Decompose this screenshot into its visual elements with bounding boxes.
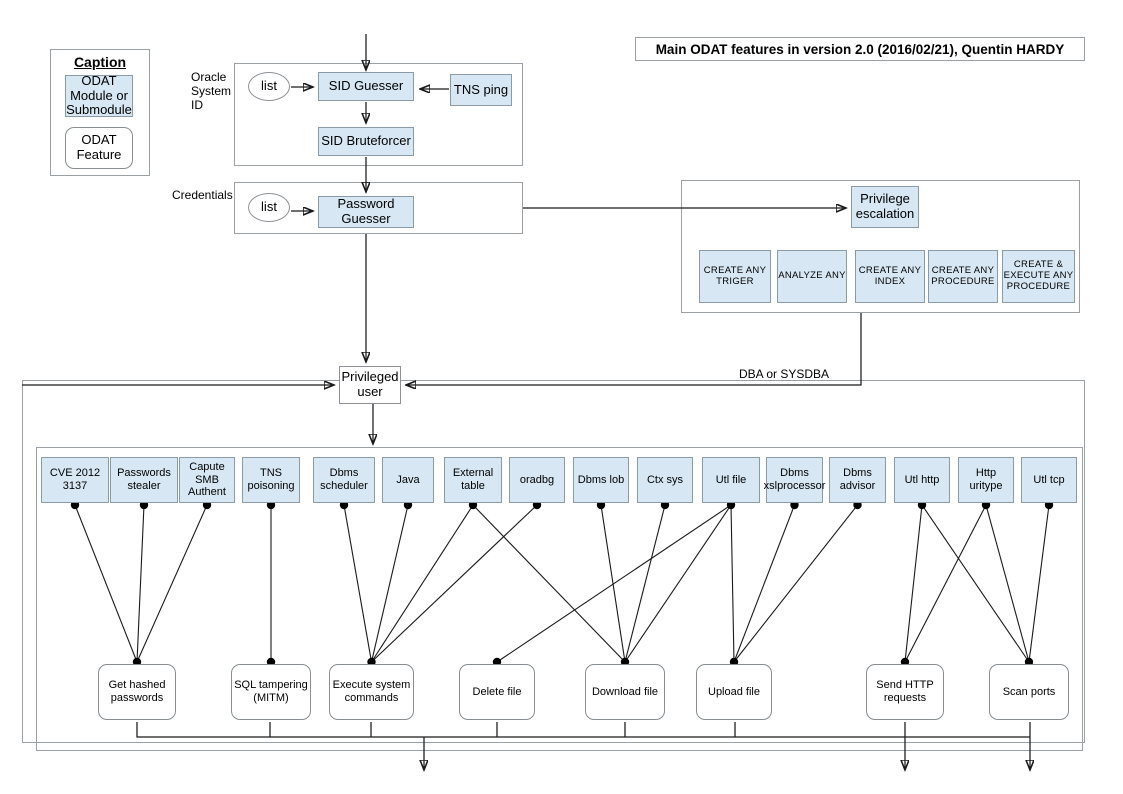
module-label: Utl http	[904, 473, 940, 486]
sid-list-node: list	[248, 72, 290, 101]
module-passwords-stealer[interactable]: Passwords stealer	[110, 457, 178, 503]
diagram-title: Main ODAT features in version 2.0 (2016/…	[635, 37, 1085, 61]
module-tns-poisoning[interactable]: TNS poisoning	[242, 457, 300, 503]
credentials-group	[234, 182, 523, 234]
privilege-box-0[interactable]: CREATE ANY TRIGER	[699, 250, 771, 303]
password-guesser-node[interactable]: Password Guesser	[318, 196, 414, 228]
module-label: Dbms xslprocessor	[763, 467, 826, 492]
privileged-user-node[interactable]: Privileged user	[339, 366, 401, 404]
feature-label: Execute system commands	[332, 679, 411, 704]
sid-bruteforcer-label: SID Bruteforcer	[321, 133, 411, 149]
legend-module-label: ODAT Module or Submodule	[66, 72, 132, 118]
privilege-box-label: CREATE & EXECUTE ANY PROCEDURE	[1003, 259, 1074, 292]
caption-heading-text: Caption	[73, 54, 127, 70]
dba-or-sysdba-edge-label: DBA or SYSDBA	[739, 367, 830, 382]
module-label: Dbms lob	[577, 473, 625, 486]
feature-label: Download file	[591, 685, 659, 698]
module-label: Dbms scheduler	[320, 467, 368, 492]
privilege-box-label: CREATE ANY TRIGER	[703, 264, 767, 287]
caption-legend	[50, 49, 150, 176]
tns-ping-label: TNS ping	[453, 81, 509, 97]
password-guesser-label: Password Guesser	[337, 196, 395, 226]
privilege-escalation-group	[681, 180, 1080, 313]
feature-upload-file[interactable]: Upload file	[696, 664, 772, 720]
module-label: CVE 2012 3137	[49, 467, 101, 492]
sid-guesser-label: SID Guesser	[328, 78, 404, 94]
oracle-system-id-group	[234, 63, 523, 166]
credentials-list-node: list	[248, 193, 290, 222]
tns-ping-node[interactable]: TNS ping	[450, 74, 512, 106]
module-dbms-scheduler[interactable]: Dbms scheduler	[313, 457, 375, 503]
feature-get-hashed-passwords[interactable]: Get hashed passwords	[98, 664, 176, 720]
module-dbms-lob[interactable]: Dbms lob	[573, 457, 629, 503]
privilege-box-4[interactable]: CREATE & EXECUTE ANY PROCEDURE	[1002, 250, 1075, 303]
privilege-escalation-node[interactable]: Privilege escalation	[851, 186, 919, 228]
feature-label: Upload file	[708, 685, 760, 698]
module-capute-smb-authent[interactable]: Capute SMB Authent	[179, 457, 235, 503]
legend-feature-label: ODAT Feature	[76, 132, 122, 162]
module-label: Dbms advisor	[839, 467, 876, 492]
module-label: TNS poisoning	[247, 467, 295, 492]
feature-delete-file[interactable]: Delete file	[459, 664, 535, 720]
module-oradbg[interactable]: oradbg	[509, 457, 565, 503]
feature-sql-tampering[interactable]: SQL tampering (MITM)	[231, 664, 311, 720]
dba-or-sysdba-text: DBA or SYSDBA	[739, 367, 830, 381]
feature-label: SQL tampering (MITM)	[234, 679, 308, 704]
module-label: Utl file	[715, 473, 747, 486]
module-http-uritype[interactable]: Http uritype	[958, 457, 1014, 503]
privilege-box-label: ANALYZE ANY	[778, 270, 846, 282]
module-utl-http[interactable]: Utl http	[894, 457, 950, 503]
module-label: Passwords stealer	[117, 467, 171, 492]
module-external-table[interactable]: External table	[444, 457, 502, 503]
sid-list-label: list	[261, 78, 277, 94]
credentials-text: Credentials	[172, 188, 233, 202]
legend-feature-swatch: ODAT Feature	[65, 127, 133, 169]
privilege-escalation-label: Privilege escalation	[855, 191, 915, 221]
oracle-system-id-label: Oracle System ID	[191, 70, 235, 113]
module-label: Ctx sys	[646, 473, 684, 486]
module-utl-tcp[interactable]: Utl tcp	[1021, 457, 1077, 503]
feature-label: Delete file	[472, 685, 522, 698]
oracle-system-id-text: Oracle System ID	[191, 70, 232, 112]
module-java[interactable]: Java	[382, 457, 434, 503]
module-dbms-xslprocessor[interactable]: Dbms xslprocessor	[763, 457, 826, 503]
privilege-box-1[interactable]: ANALYZE ANY	[777, 250, 847, 303]
legend-module-swatch: ODAT Module or Submodule	[65, 72, 133, 118]
module-dbms-advisor[interactable]: Dbms advisor	[829, 457, 886, 503]
module-cve-2012-3137[interactable]: CVE 2012 3137	[41, 457, 109, 503]
privilege-box-label: CREATE ANY PROCEDURE	[931, 264, 995, 287]
inner-module-container	[36, 447, 1083, 751]
feature-download-file[interactable]: Download file	[585, 664, 665, 720]
module-label: Utl tcp	[1033, 473, 1065, 486]
credentials-label: Credentials	[172, 188, 234, 203]
privilege-box-3[interactable]: CREATE ANY PROCEDURE	[928, 250, 998, 303]
feature-label: Get hashed passwords	[108, 679, 166, 704]
privilege-box-label: CREATE ANY INDEX	[858, 264, 922, 287]
module-label: Java	[396, 473, 420, 486]
feature-label: Send HTTP requests	[876, 679, 934, 704]
module-ctx-sys[interactable]: Ctx sys	[637, 457, 693, 503]
caption-heading: Caption	[50, 54, 150, 70]
feature-label: Scan ports	[1002, 685, 1056, 698]
privilege-box-2[interactable]: CREATE ANY INDEX	[855, 250, 925, 303]
module-label: oradbg	[519, 473, 555, 486]
module-label: Capute SMB Authent	[188, 461, 226, 499]
feature-send-http-requests[interactable]: Send HTTP requests	[866, 664, 944, 720]
module-utl-file[interactable]: Utl file	[702, 457, 760, 503]
module-label: External table	[452, 467, 494, 492]
privileged-user-label: Privileged user	[341, 369, 399, 399]
credentials-list-label: list	[261, 199, 277, 215]
feature-execute-system-cmds[interactable]: Execute system commands	[329, 664, 414, 720]
sid-bruteforcer-node[interactable]: SID Bruteforcer	[318, 127, 414, 156]
sid-guesser-node[interactable]: SID Guesser	[318, 72, 414, 101]
diagram-title-text: Main ODAT features in version 2.0 (2016/…	[655, 41, 1065, 57]
feature-scan-ports[interactable]: Scan ports	[989, 664, 1069, 720]
module-label: Http uritype	[969, 467, 1003, 492]
